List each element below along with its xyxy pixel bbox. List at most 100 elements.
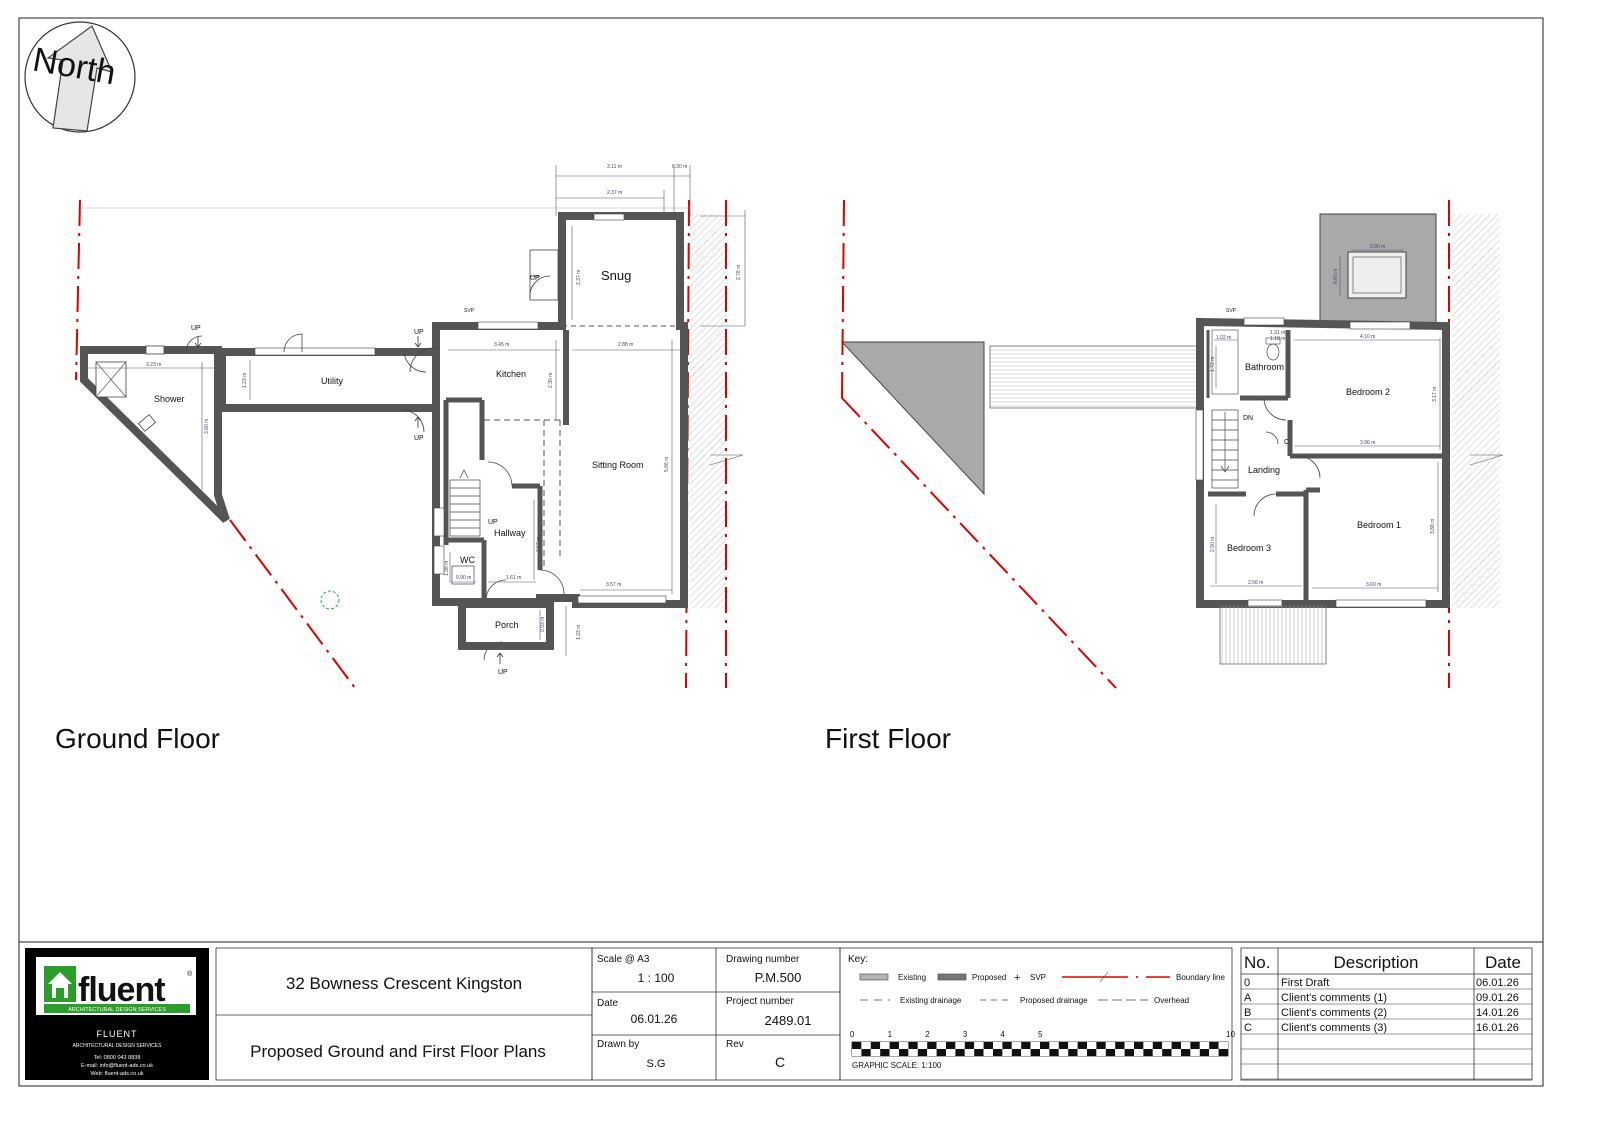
scale-segment-top [1124,1042,1134,1049]
scale-segment-top [852,1042,862,1049]
project-number-label: Project number [726,996,794,1007]
first-floor-walls [1196,317,1450,608]
room-bathroom: Bathroom [1245,362,1284,372]
logo-company-sub: ARCHITECTURAL DESIGN SERVICES [73,1043,163,1049]
scale-segment-top [1171,1042,1181,1049]
scale-segment-top [1096,1042,1106,1049]
rev-header-desc: Description [1333,953,1418,972]
porch-walls [458,600,554,650]
ground-stairs [449,469,481,537]
key-proposed-drainage: Proposed drainage [1020,996,1088,1005]
date-value: 06.01.26 [631,1012,678,1026]
scale-segment-bottom [880,1049,890,1056]
drawing-number-label: Drawing number [726,954,800,965]
rev-cell-no: 0 [1244,977,1250,989]
scale-segment-top [1105,1042,1116,1049]
rev-label: Rev [726,1039,744,1050]
scale-segment-top [1181,1042,1191,1049]
scale-segment-top [936,1042,946,1049]
scale-segment-top [917,1042,928,1049]
dim-bed3-w: 2.56 m [1248,580,1263,586]
scale-segment-bottom [1058,1049,1069,1056]
dim-sitting-h: 5.86 m [664,457,670,472]
scale-segment-bottom [1181,1049,1191,1056]
scale-segment-top [889,1042,899,1049]
scale-segment-top [1190,1042,1200,1049]
room-utility: Utility [321,376,343,386]
key-existing-drainage: Existing drainage [900,996,962,1005]
scale-value: 1 : 100 [638,971,675,985]
dim-bed2-h: 3.17 m [1432,387,1438,402]
svp-marker-first: SVP [1226,308,1237,314]
scale-segment-bottom [983,1049,993,1056]
first-stairs [1211,409,1239,489]
scale-segment-bottom [936,1049,946,1056]
graphic-scale-label: GRAPHIC SCALE: 1:100 [852,1061,942,1070]
scale-segment-bottom [1077,1049,1087,1056]
scale-segment-bottom [1143,1049,1153,1056]
scale-segment-bottom [1011,1049,1022,1056]
utility-roof [989,345,1199,409]
dim-roof-h: 0.60 m [1333,269,1339,284]
room-porch: Porch [495,620,519,630]
up-marker-utility: UP [414,435,424,442]
scale-segment-top [983,1042,993,1049]
scale-segment-bottom [1115,1049,1125,1056]
scale-segment-bottom [1152,1049,1163,1056]
dim-bath-w: 1.02 m [1216,335,1231,341]
rev-cell-desc: Client's comments (1) [1281,992,1387,1004]
sheet-border [18,17,1544,1087]
scale-tick-label: 4 [1000,1030,1005,1039]
dim-bath-w2: 1.31 m [1270,330,1285,336]
room-bedroom-2: Bedroom 2 [1346,387,1390,397]
key-svp: SVP [1030,973,1046,982]
ground-floor-plan: 3.11 m 0.30 m 2.37 m 2.37 m 2.78 m 3.23 … [75,164,746,689]
dim-bath-w3: 1.18 m [1270,336,1285,342]
room-hallway: Hallway [494,528,526,538]
dim-hall-w: 1.61 m [506,575,521,581]
key-boundary: Boundary line [1176,973,1225,982]
scale-segment-bottom [889,1049,899,1056]
scale-tick-label: 0 [850,1030,855,1039]
up-marker-porch: UP [498,669,508,676]
scale-segment-top [927,1042,937,1049]
first-floor-plan: 0.90 m 0.60 m 1.02 m 1.72 m 1.31 m 1.18 … [840,199,1504,689]
roof-light [1347,251,1407,299]
rev-value: C [775,1054,785,1070]
scale-segment-bottom [946,1049,956,1056]
scale-segment-top [1040,1042,1050,1049]
scale-segment-top [1058,1042,1069,1049]
scale-segment-top [946,1042,956,1049]
scale-tick-label: 1 [888,1030,893,1039]
rev-cell-date: 09.01.26 [1476,992,1519,1004]
neighbour-hatch [690,214,726,608]
dim-top-right: 0.30 m [672,164,687,170]
dim-snug-right: 2.78 m [736,265,742,280]
key-proposed: Proposed [972,973,1006,982]
scale-segment-bottom [917,1049,928,1056]
rev-cell-date: 16.01.26 [1476,1022,1519,1034]
logo-brand: fluent [78,971,165,1009]
key-overhead: Overhead [1154,996,1189,1005]
logo-web: Web: fluent-ads.co.uk [90,1071,143,1077]
dim-shower-w: 3.23 m [146,362,161,368]
scale-segment-bottom [908,1049,918,1056]
shower-roof [840,341,985,496]
logo-tagline: ARCHITECTURAL DESIGN SERVICES [68,1007,166,1013]
dim-bed1-h: 3.88 m [1430,519,1436,534]
scale-segment-bottom [1134,1049,1144,1056]
dim-snug-h: 2.37 m [576,270,582,285]
logo-registered: ® [187,970,193,978]
scale-segment-top [1218,1042,1228,1049]
scale-segment-bottom [899,1049,909,1056]
key-existing: Existing [898,973,926,982]
scale-segment-bottom [927,1049,937,1056]
rev-header-date: Date [1485,953,1521,972]
rev-header-no: No. [1244,953,1270,972]
scale-segment-top [964,1042,975,1049]
dim-wc-h: 1.38 m [444,561,450,576]
scale-segment-bottom [1199,1049,1210,1056]
scale-segment-top [1143,1042,1153,1049]
scale-segment-top [1077,1042,1087,1049]
